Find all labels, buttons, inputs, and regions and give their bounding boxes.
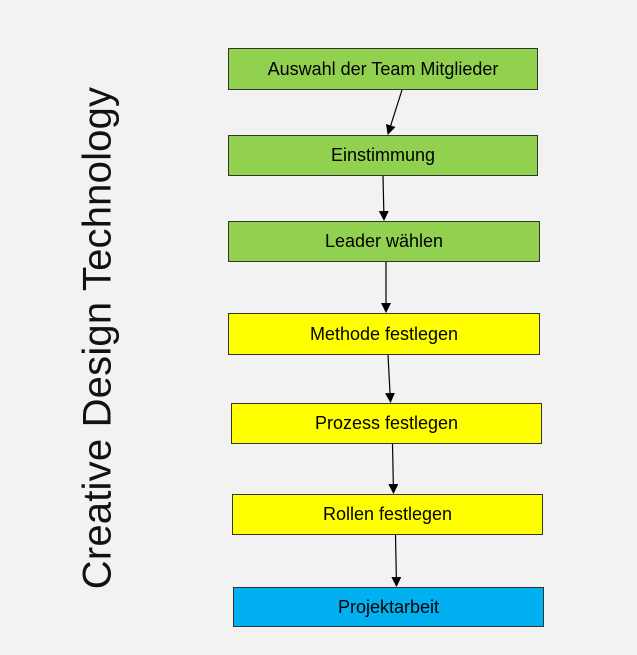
step-rollen-festlegen: Rollen festlegen	[232, 494, 543, 535]
connector-arrow	[378, 175, 389, 221]
step-einstimmung: Einstimmung	[228, 135, 538, 176]
step-leader-waehlen: Leader wählen	[228, 221, 540, 262]
connector-arrow	[385, 89, 403, 135]
connector-arrow	[388, 443, 399, 494]
step-prozess-festlegen: Prozess festlegen	[231, 403, 542, 444]
connector-arrow	[391, 534, 402, 587]
connector-arrow	[385, 354, 396, 403]
step-projektarbeit: Projektarbeit	[233, 587, 544, 627]
step-auswahl-team: Auswahl der Team Mitglieder	[228, 48, 538, 90]
step-methode-festlegen: Methode festlegen	[228, 313, 540, 355]
